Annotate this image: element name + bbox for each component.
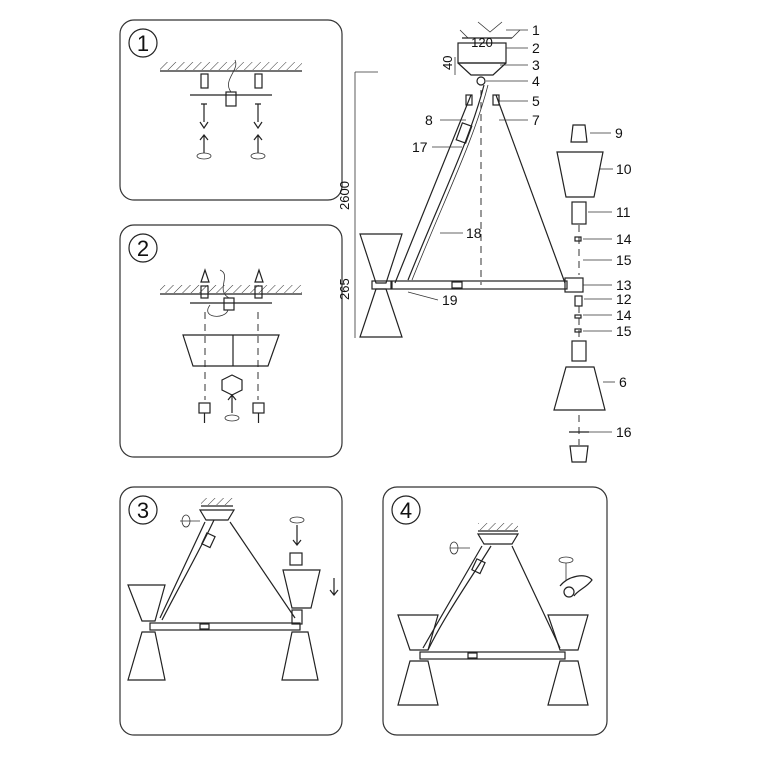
part-labels: 1 2 3 4 5 7 8 17 18 19 9 10 11 14 15 13 …: [412, 22, 632, 440]
bulb-icon: [563, 586, 575, 598]
panel-step-3: 3: [119, 486, 343, 736]
canopy: [182, 334, 280, 367]
part-9-cap: [570, 124, 588, 143]
part-label-5: 5: [532, 93, 540, 109]
part-label-17: 17: [412, 139, 428, 155]
rotate-icon: [196, 152, 212, 160]
leader-lines: [407, 29, 615, 433]
part-label-4: 4: [532, 73, 540, 89]
power-cable: [407, 84, 485, 281]
screw-left: [199, 103, 209, 130]
panel-step-4: 4: [382, 486, 608, 736]
part-16-cap: [569, 445, 589, 463]
part-label-19: 19: [442, 292, 458, 308]
part-6-shade: [553, 366, 606, 411]
dim-2600: 2600: [337, 181, 352, 210]
part-socket-lower: [571, 340, 587, 362]
part-label-1: 1: [532, 22, 540, 38]
part-label-3: 3: [532, 57, 540, 73]
ceiling-1: [160, 62, 302, 70]
hanger-nut: [221, 374, 243, 396]
step-1-badge: [128, 28, 158, 58]
part-label-6: 6: [619, 374, 627, 390]
part-label-15b: 15: [616, 323, 632, 339]
part-11-socket: [571, 201, 587, 225]
wall-plug-right: [254, 73, 263, 89]
panel-step-1: 1: [119, 19, 343, 201]
panel-step-2: 2: [119, 224, 343, 458]
suspension-cable-right: [495, 94, 566, 284]
dim-120: 120: [471, 35, 493, 50]
step-2-number: 2: [137, 236, 149, 261]
up-arrow-right-icon: [253, 134, 263, 153]
shade-lower: [359, 288, 403, 338]
part-label-9: 9: [615, 125, 623, 141]
dim-40: 40: [440, 56, 455, 70]
step-1-number: 1: [137, 31, 149, 56]
part-label-14b: 14: [616, 307, 632, 323]
ceiling-2: [160, 285, 302, 293]
dim-265: 265: [337, 278, 352, 300]
arm-bar: [391, 280, 568, 290]
cable-clip: [455, 122, 473, 144]
hook: [476, 76, 486, 86]
part-label-18: 18: [466, 225, 482, 241]
part-label-7: 7: [532, 112, 540, 128]
step-3-number: 3: [137, 498, 149, 523]
part-label-10: 10: [616, 161, 632, 177]
exploded-view: 120 40 2600 265: [337, 21, 606, 463]
part-label-15a: 15: [616, 252, 632, 268]
part-label-8: 8: [425, 112, 433, 128]
step-4-number: 4: [400, 498, 412, 523]
rotate-icon: [250, 152, 266, 160]
up-arrow-left-icon: [199, 134, 209, 153]
part-label-12: 12: [616, 291, 632, 307]
wire: [228, 59, 237, 93]
part-label-13: 13: [616, 277, 632, 293]
part-label-11: 11: [616, 204, 631, 220]
part-10-shade: [556, 151, 604, 198]
screw-right: [253, 103, 263, 130]
part-label-2: 2: [532, 40, 540, 56]
hand-icon: [559, 575, 593, 597]
shade-upper: [359, 233, 403, 284]
suspension-cable-left: [394, 94, 472, 284]
part-label-16: 16: [616, 424, 632, 440]
wall-plug-left: [200, 73, 209, 89]
part-label-14a: 14: [616, 231, 632, 247]
